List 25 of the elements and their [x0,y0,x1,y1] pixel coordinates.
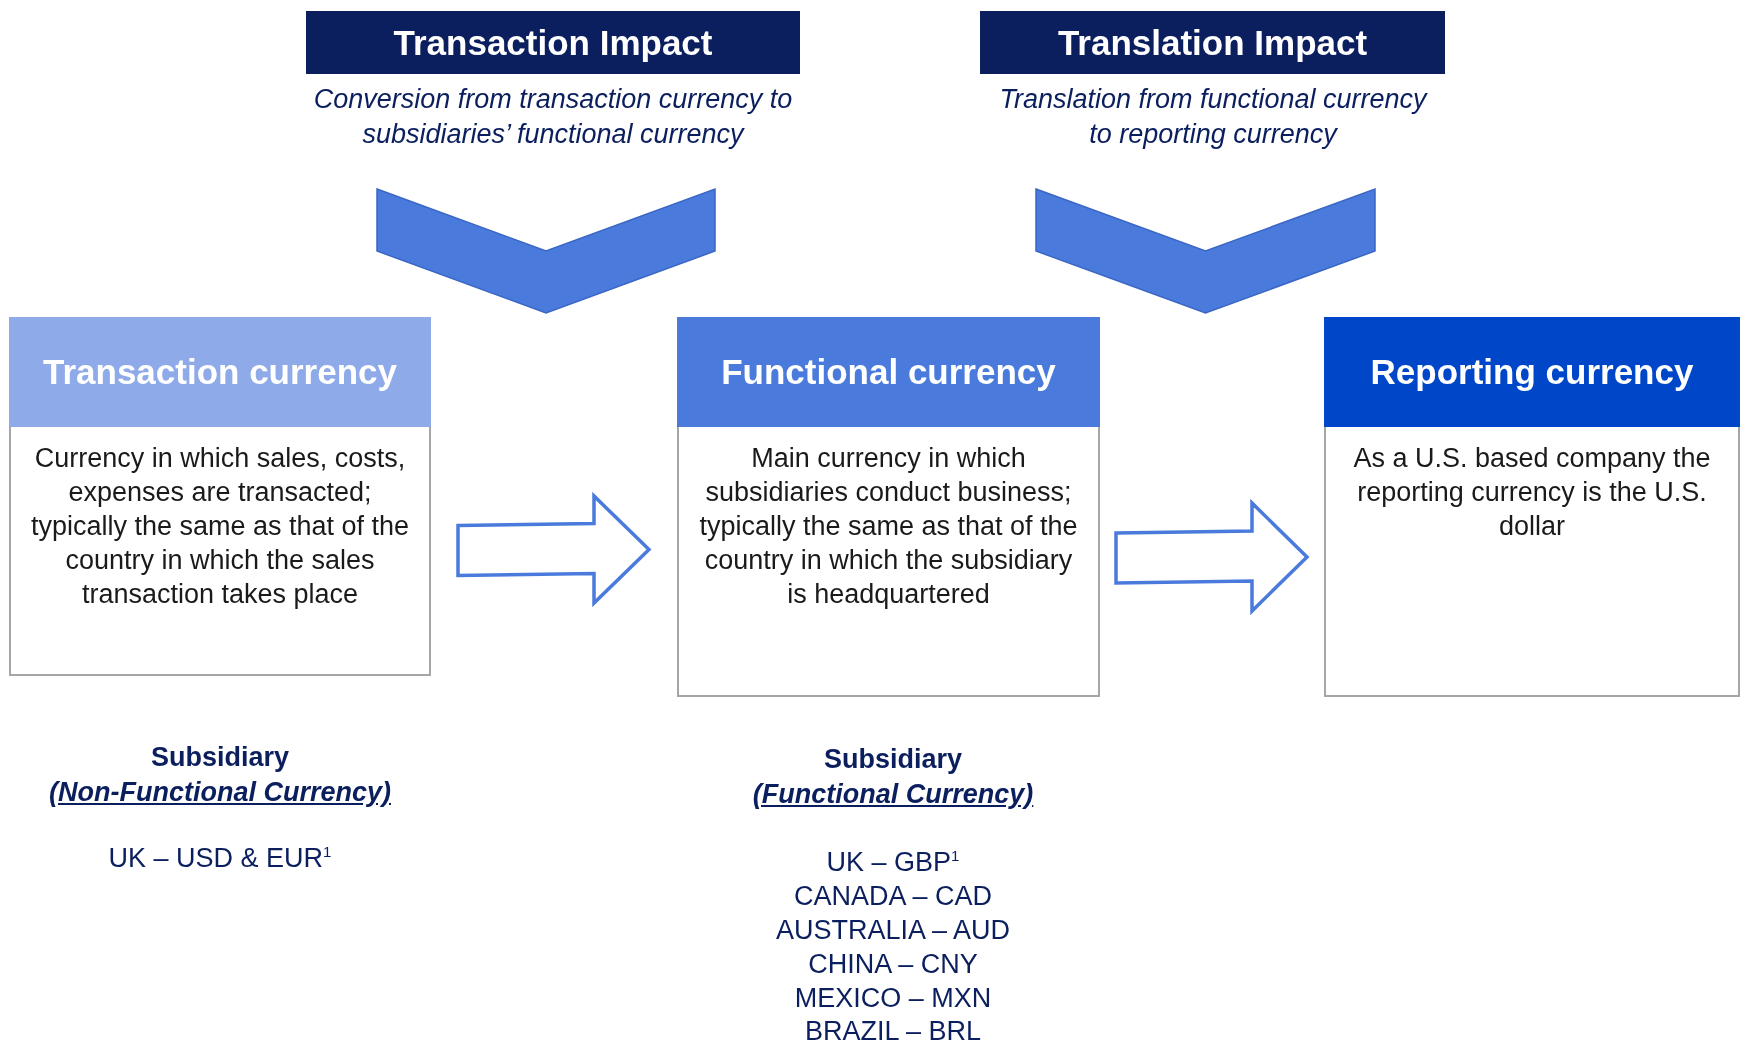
chevron-arrow [1035,187,1376,314]
card-header: Transaction currency [9,317,431,427]
card-header: Reporting currency [1324,317,1740,427]
currency-text: AUSTRALIA – AUD [775,915,1011,946]
section-header: Transaction Impact [306,11,800,74]
currency-text: UK – GBP$^{1}$ [826,847,960,878]
group-heading: Subsidiary [824,744,962,775]
description-text: Conversion from transaction currency to subsidiaries’ functional currency [312,83,794,151]
currency-text: CHINA – CNY [808,949,978,980]
card-body: As a U.S. based company the reporting currency is the U.S. dollar [1324,427,1740,697]
group-heading: (Functional Currency) [752,779,1034,810]
chevron-arrow [376,187,716,314]
group-heading: Subsidiary [151,742,289,773]
currency-text: UK – USD & EUR$^{1}$ [108,843,332,874]
currency-text: CANADA – CAD [793,881,993,912]
currency-text: MEXICO – MXN [794,983,992,1014]
block-arrow [1114,498,1310,616]
description-text: Translation from functional currency to reporting currency [998,83,1429,151]
card-body: Currency in which sales, costs, expenses are transacted; typically the same as that of the country in which the sales transaction takes place [9,427,431,676]
group-heading: (Non-Functional Currency) [49,777,391,808]
block-arrow [456,491,652,608]
currency-text: BRAZIL – BRL [804,1016,982,1047]
section-header: Translation Impact [980,11,1445,74]
card-header: Functional currency [677,317,1100,427]
card-body: Main currency in which subsidiaries conduct business; typically the same as that of the country in which the subsidiary is headquartered [677,427,1100,697]
